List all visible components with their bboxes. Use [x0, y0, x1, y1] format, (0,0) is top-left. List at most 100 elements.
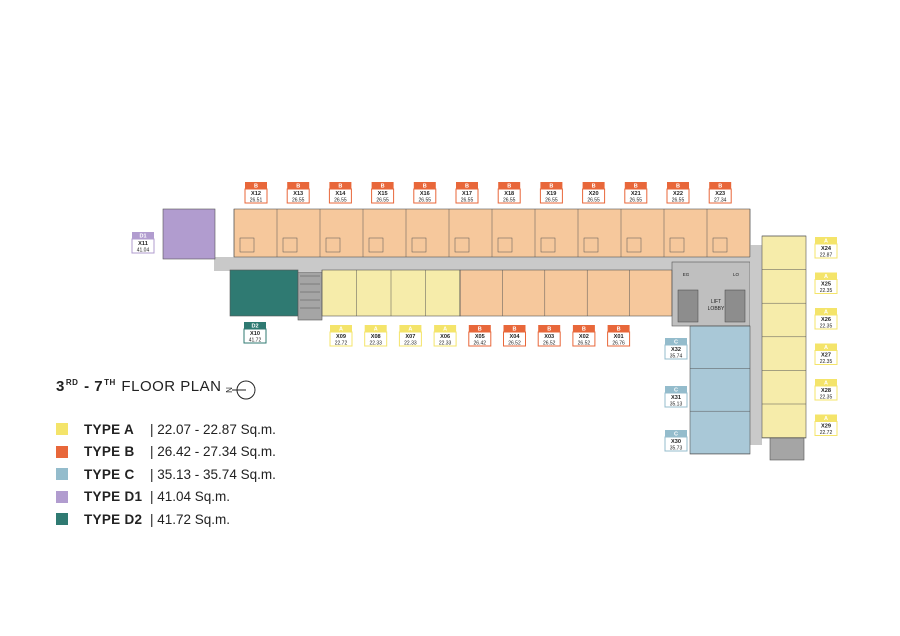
- legend-swatch-a: [56, 423, 68, 436]
- unit-type-legend: TYPE A| 22.07 - 22.87 Sq.m. TYPE B| 26.4…: [56, 418, 276, 531]
- tag-type-label: B: [254, 184, 258, 190]
- tag-unit-area: 22.72: [820, 430, 833, 436]
- tag-type-label: A: [339, 327, 343, 333]
- unit-block-d1: [162, 208, 216, 260]
- legend-area-d2: | 41.72 Sq.m.: [150, 511, 231, 527]
- tag-type-band: [665, 430, 687, 437]
- tag-body: [371, 188, 395, 204]
- bathroom-outline: [368, 237, 384, 253]
- tag-type-band: [665, 338, 687, 345]
- stair-left: [297, 271, 323, 321]
- tag-type-label: A: [824, 239, 828, 245]
- unit-block-bottom-b: [459, 269, 673, 317]
- tag-unit-code: X25: [821, 282, 831, 288]
- tag-body: [572, 331, 596, 347]
- tag-type-label: A: [824, 310, 828, 316]
- tag-type-band: [245, 182, 267, 189]
- tag-unit-code: X08: [371, 334, 381, 340]
- tag-unit-area: 26.55: [292, 197, 305, 203]
- tag-type-band: [399, 325, 422, 332]
- tag-unit-area: 26.52: [508, 340, 521, 346]
- tag-body: [814, 385, 838, 401]
- tag-type-label: B: [549, 184, 553, 190]
- tag-unit-code: X01: [614, 334, 624, 340]
- tag-body: [607, 331, 631, 347]
- tag-body: [814, 314, 838, 330]
- tag-unit-code: X02: [579, 334, 589, 340]
- tag-unit-area: 26.42: [474, 340, 487, 346]
- tag-body: [286, 188, 310, 204]
- title-floor-end: - 7: [79, 378, 104, 395]
- tag-unit-code: X26: [821, 317, 831, 323]
- tag-body: [497, 188, 521, 204]
- bathroom-outline: [583, 237, 599, 253]
- tag-type-band: [815, 237, 837, 244]
- tag-unit-code: X22: [673, 191, 683, 197]
- tag-unit-area: 22.33: [369, 340, 382, 346]
- tag-unit-code: X15: [378, 191, 388, 197]
- tag-type-label: B: [513, 327, 517, 333]
- tag-type-label: A: [824, 274, 828, 280]
- tag-type-label: B: [592, 184, 596, 190]
- tag-type-label: C: [674, 388, 678, 394]
- tag-unit-code: X17: [462, 191, 472, 197]
- tag-type-band: [667, 182, 689, 189]
- title-sup-rd: RD: [65, 378, 79, 387]
- legend-row-d1: TYPE D1| 41.04 Sq.m.: [56, 486, 276, 509]
- tag-body: [666, 188, 690, 204]
- tag-body: [398, 331, 422, 347]
- tag-type-label: B: [381, 184, 385, 190]
- tag-unit-area: 26.55: [587, 197, 600, 203]
- tag-type-band: [538, 325, 561, 332]
- tag-unit-code: X12: [251, 191, 261, 197]
- tag-type-band: [665, 386, 687, 393]
- tag-body: [539, 188, 563, 204]
- core-labels: LIFT LOBBY EG LO: [683, 272, 740, 312]
- tag-type-label: B: [478, 327, 482, 333]
- tag-type-band: [132, 232, 154, 239]
- tag-unit-area: 26.55: [334, 197, 347, 203]
- tag-type-band: [540, 182, 563, 189]
- corridor-main: [214, 257, 762, 271]
- tag-type-band: [815, 379, 837, 386]
- tag-unit-code: X21: [631, 191, 641, 197]
- legend-row-d2: TYPE D2| 41.72 Sq.m.: [56, 508, 276, 531]
- tag-unit-code: X13: [293, 191, 303, 197]
- legend-type-b: TYPE B: [84, 444, 135, 460]
- tag-unit-code: X27: [821, 353, 831, 359]
- tag-type-label: C: [674, 432, 678, 438]
- tag-type-band: [468, 325, 491, 332]
- bathroom-outline: [239, 237, 255, 253]
- tag-unit-code: X24: [821, 246, 832, 252]
- tag-unit-area: 26.55: [630, 197, 643, 203]
- tag-type-label: B: [338, 184, 342, 190]
- tag-type-label: A: [824, 416, 828, 422]
- tag-body: [814, 279, 838, 294]
- legend-area-c: | 35.13 - 35.74 Sq.m.: [150, 466, 276, 482]
- tag-body: [243, 328, 267, 344]
- title-floor-start: 3: [56, 378, 65, 395]
- tag-unit-code: X04: [510, 334, 521, 340]
- tag-unit-code: X30: [671, 439, 681, 445]
- tag-unit-area: 26.55: [419, 197, 432, 203]
- tag-unit-area: 22.87: [820, 252, 833, 258]
- tag-unit-area: 41.04: [137, 247, 150, 253]
- tag-body: [814, 243, 838, 259]
- tag-unit-area: 35.13: [670, 401, 683, 407]
